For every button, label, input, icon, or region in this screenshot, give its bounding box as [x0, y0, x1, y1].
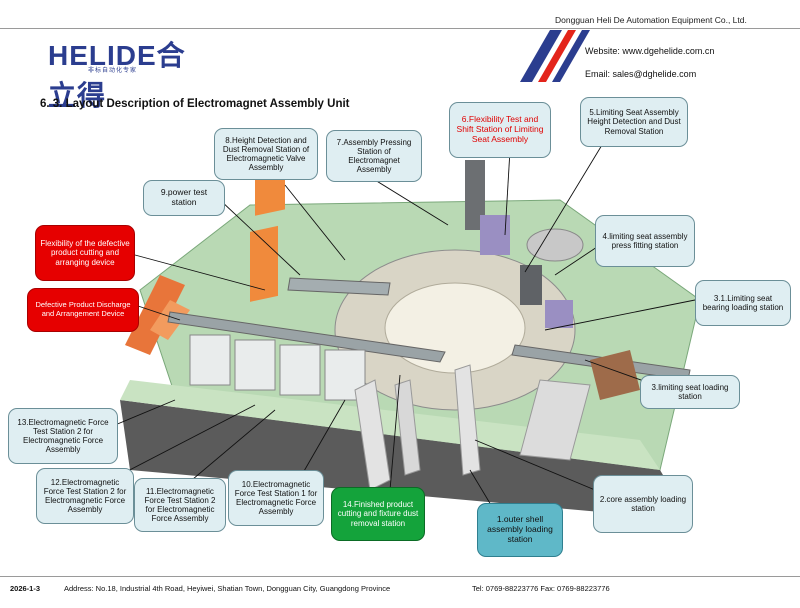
callout-station-10: 10.Electromagnetic Force Test Station 1 …: [228, 470, 324, 526]
test-station-11: [279, 344, 321, 396]
press-tower-2: [520, 265, 542, 305]
conveyor-rail-left: [167, 311, 446, 363]
footer-address: Address: No.18, Industrial 4th Road, Hey…: [64, 584, 391, 593]
logo-text: HELIDE合立得: [48, 40, 186, 111]
guard-plate-2: [250, 225, 278, 302]
test-station-12: [234, 339, 276, 391]
callout-station-6: 6.Flexibility Test and Shift Station of …: [449, 102, 551, 158]
footer-date: 2026-1-3: [10, 584, 41, 593]
callout-station-5: 5.Limiting Seat Assembly Height Detectio…: [580, 97, 688, 147]
company-logo: HELIDE合立得 非标自动化专家: [48, 34, 208, 111]
company-name: Dongguan Heli De Automation Equipment Co…: [555, 15, 747, 25]
callout-station-3-1: 3.1.Limiting seat bearing loading statio…: [695, 280, 791, 326]
header-divider: [0, 28, 800, 29]
feeder-rail-1: [354, 379, 391, 491]
footer-phone: Tel: 0769-88223776 Fax: 0769-88223776: [472, 584, 610, 593]
logo-subtitle: 非标自动化专家: [88, 68, 138, 74]
pointer-lines: [114, 139, 696, 521]
callout-defective-cutting-device: Flexibility of the defective product cut…: [35, 225, 135, 281]
header-stripes-graphic: [520, 30, 590, 82]
callout-station-3: 3.limiting seat loading station: [640, 375, 740, 409]
website-text: Website: www.dgehelide.com.cn: [585, 46, 715, 56]
section-title: 6. 3. Layout Description of Electromagne…: [40, 98, 350, 110]
rotary-table-center: [384, 282, 526, 374]
press-head-2: [545, 300, 573, 328]
email-text: Email: sales@dghelide.com: [585, 69, 697, 79]
slide-rail-right: [519, 379, 591, 461]
callout-station-1: 1.outer shell assembly loading station: [477, 503, 563, 557]
callout-station-11: 11.Electromagnetic Force Test Station 2 …: [134, 478, 226, 532]
discharge-chute: [125, 275, 185, 355]
callout-station-4: 4.limiting seat assembly press fitting s…: [595, 215, 695, 267]
parts-bin-right: [590, 350, 640, 400]
callout-defective-discharge-device: Defective Product Discharge and Arrangem…: [27, 288, 139, 332]
upper-rail: [287, 277, 391, 296]
callout-station-13: 13.Electromagnetic Force Test Station 2 …: [8, 408, 118, 464]
feeder-rail-3: [394, 379, 421, 476]
callout-station-2: 2.core assembly loading station: [593, 475, 693, 533]
callout-station-7: 7.Assembly Pressing Station of Electroma…: [326, 130, 422, 182]
test-station-13: [189, 334, 231, 386]
feeder-rail-2: [454, 364, 481, 476]
machine-layout-illustration: [114, 139, 701, 521]
callout-station-8: 8.Height Detection and Dust Removal Stat…: [214, 128, 318, 180]
callout-station-14: 14.Finished product cutting and fixture …: [331, 487, 425, 541]
press-tower: [465, 160, 485, 230]
footer-divider: [0, 576, 800, 577]
callout-station-9: 9.power test station: [143, 180, 225, 216]
vibration-feeder: [526, 228, 584, 262]
callout-station-12: 12.Electromagnetic Force Test Station 2 …: [36, 468, 134, 524]
